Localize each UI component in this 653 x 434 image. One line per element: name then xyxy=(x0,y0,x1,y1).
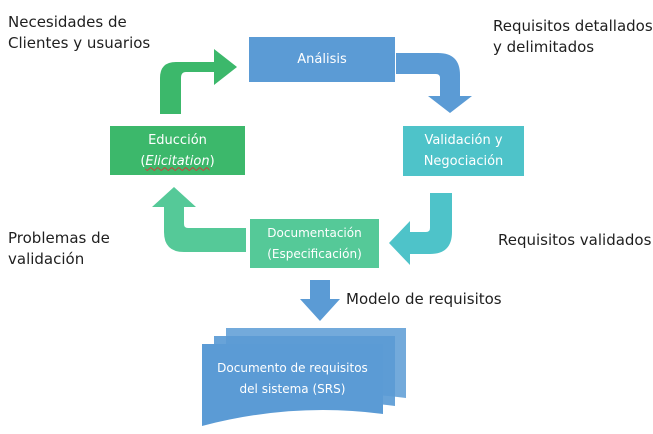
arrow-elicitation-to-analysis xyxy=(160,49,237,114)
paren-close: ) xyxy=(209,153,215,169)
box-documentation-label: Documentación (Especificación) xyxy=(267,225,362,261)
arrow-documentation-to-elicitation xyxy=(152,187,246,252)
label-validation-problems: Problemas de validación xyxy=(8,229,110,268)
box-analysis-label: Análisis xyxy=(297,52,347,67)
arrow-analysis-to-validation xyxy=(396,53,472,113)
srs-document-stack xyxy=(202,328,406,426)
box-documentation: Documentación (Especificación) xyxy=(250,219,379,268)
label-client-needs: Necesidades de Clientes y usuarios xyxy=(8,13,151,52)
label-validated-requirements: Requisitos validados xyxy=(498,231,652,249)
elicitation-term: Elicitation xyxy=(145,153,210,169)
box-elicitation-title: Educción xyxy=(148,132,207,148)
srs-document-label: Documento de requisitos del sistema (SRS… xyxy=(217,361,368,396)
box-elicitation-subtitle: (Elicitation) xyxy=(140,151,214,172)
label-detailed-requirements: Requisitos detallados y delimitados xyxy=(493,17,653,56)
arrow-documentation-to-document xyxy=(300,280,340,321)
arrow-validation-to-documentation xyxy=(389,193,452,265)
box-validation: Validación y Negociación xyxy=(403,126,524,176)
label-requirements-model: Modelo de requisitos xyxy=(346,290,502,308)
box-elicitation: Educción (Elicitation) xyxy=(110,126,245,175)
box-validation-label: Validación y Negociación xyxy=(423,133,504,169)
box-analysis: Análisis xyxy=(249,37,395,82)
paren-open: ( xyxy=(140,153,146,169)
